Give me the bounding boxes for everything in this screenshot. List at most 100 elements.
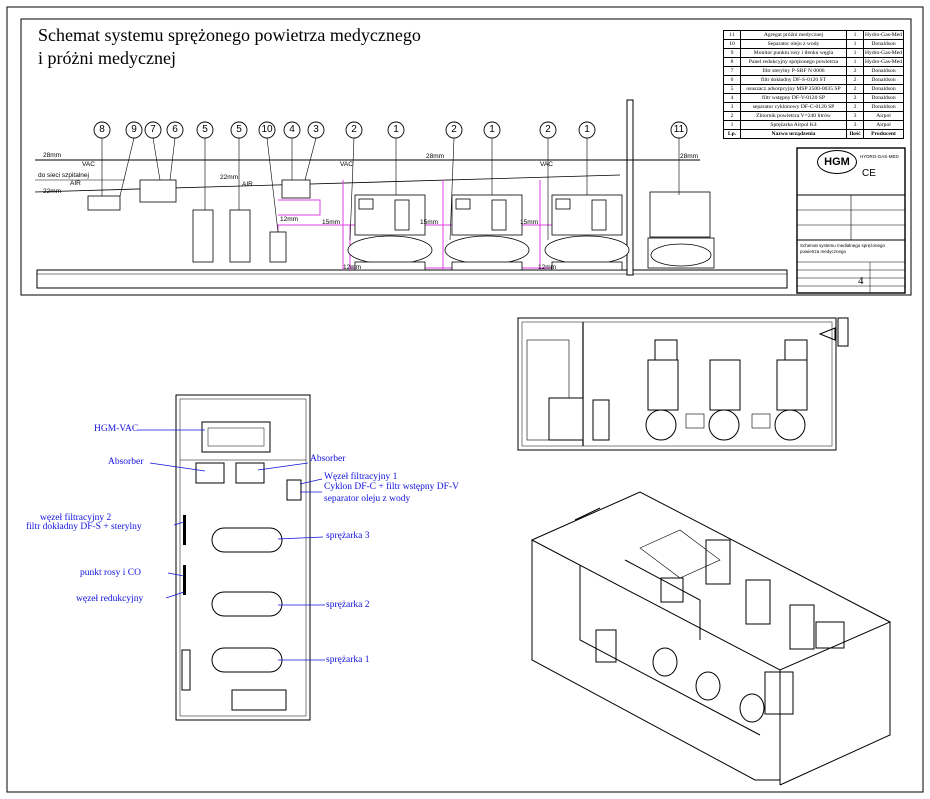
drawing-title-line-1: Schemat systemu sprężonego powietrza med…: [38, 25, 421, 45]
parts-list-cell-producer: Hydro-Gas-Med: [863, 30, 904, 40]
parts-list-cell-producer: Hydro-Gas-Med: [863, 48, 904, 58]
parts-list-cell-qty: 2: [846, 75, 865, 85]
callout-number: 3: [313, 124, 319, 135]
parts-list-cell-name: Separator oleju z wody: [739, 39, 848, 49]
parts-list-cell-qty: 1: [846, 48, 865, 58]
parts-list-cell-name: filtr wstępny DF-V-0120 SP: [739, 93, 848, 103]
parts-list-cell-producer: Donaldson: [863, 84, 904, 94]
callout-number: 9: [131, 124, 137, 135]
parts-list-cell-qty: 2: [846, 102, 865, 112]
callout-number: 2: [545, 124, 551, 135]
parts-list-cell-name: Panel redukcyjny sprężonego powietrza: [739, 57, 848, 67]
parts-list-cell-n: 3: [723, 102, 741, 112]
label-compressor-2: sprężarka 2: [326, 600, 370, 610]
schematic-frame: [20, 18, 912, 296]
logo-text: HGM: [824, 156, 850, 168]
label-absorber-left: Absorber: [108, 457, 144, 467]
callout-number: 8: [99, 124, 105, 135]
parts-list-cell-name: filtr sterylny P-SRF N 0006: [739, 66, 848, 76]
parts-list-cell-qty: 2: [846, 66, 865, 76]
callout-number: 5: [236, 124, 242, 135]
parts-list-cell-n: 11: [723, 30, 741, 40]
parts-list-cell-n: 10: [723, 39, 741, 49]
parts-list-cell-producer: Hydro-Gas-Med: [863, 57, 904, 67]
parts-list-cell-n: Lp.: [723, 129, 741, 139]
parts-list-cell-qty: Ilość: [846, 129, 865, 139]
label-reduction: węzeł redukcyjny: [76, 594, 144, 604]
label-absorber-right: Absorber: [310, 454, 346, 464]
callout-number: 2: [351, 124, 357, 135]
parts-list-cell-producer: Donaldson: [863, 102, 904, 112]
parts-list-cell-qty: 2: [846, 93, 865, 103]
label-dew-point: punkt rosy i CO: [80, 568, 141, 578]
callout-number: 10: [261, 124, 273, 135]
pipe-label-22-air: 22mm: [43, 188, 62, 195]
parts-list-cell-n: 7: [723, 66, 741, 76]
parts-list-cell-name: Nazwa urządzenia: [739, 129, 848, 139]
pipe-label-air-2: AIR: [242, 181, 253, 188]
parts-list-cell-qty: 3: [846, 120, 865, 130]
floor-plan: [175, 394, 311, 721]
parts-list-cell-n: 6: [723, 75, 741, 85]
parts-list-cell-qty: 2: [846, 84, 865, 94]
pipe-label-vac-2: VAC: [340, 161, 353, 168]
isometric-view: [530, 491, 892, 786]
company-logo: HGM: [817, 150, 857, 174]
parts-list-cell-name: separator cyklonowy DF-C-0120 SP: [739, 102, 848, 112]
label-oil-separator: separator oleju z wody: [324, 494, 411, 504]
pipe-label-vac-1: VAC: [82, 161, 95, 168]
parts-list-cell-qty: 3: [846, 111, 865, 121]
parts-list-cell-producer: Donaldson: [863, 39, 904, 49]
parts-list-cell-n: 5: [723, 84, 741, 94]
company-name: HYDRO-GAS-MED: [860, 154, 899, 159]
label-node1-line2: Cyklon DF-C + filtr wstępny DF-V: [324, 482, 459, 492]
titleblock-frame: [796, 147, 906, 294]
label-hgm-vac: HGM-VAC: [94, 424, 139, 434]
parts-list-cell-qty: 1: [846, 57, 865, 67]
parts-list-cell-n: 1: [723, 120, 741, 130]
parts-list-cell-n: 9: [723, 48, 741, 58]
label-node1-line1: Węzeł filtracyjny 1: [324, 472, 398, 482]
parts-list-cell-qty: 1: [846, 30, 865, 40]
callout-number: 1: [584, 124, 590, 135]
pipe-label-28-mid: 28mm: [426, 153, 445, 160]
label-compressor-1: sprężarka 1: [326, 655, 370, 665]
pipe-label-12-b: 12mm: [343, 264, 362, 271]
titleblock-drawing-title: Schemat systemu medialnego sprężonego po…: [800, 243, 886, 254]
parts-list-cell-n: 2: [723, 111, 741, 121]
parts-list-cell-producer: Airpol: [863, 120, 904, 130]
parts-list-cell-producer: Donaldson: [863, 75, 904, 85]
callout-number: 1: [489, 124, 495, 135]
pipe-label-hospital: do sieci szpitalnej: [38, 172, 89, 179]
pipe-label-28-right: 28mm: [680, 153, 699, 160]
compressor-units: [87, 179, 715, 271]
parts-list-cell-n: 4: [723, 93, 741, 103]
pipe-label-28-vac: 28mm: [43, 152, 62, 159]
callout-number: 4: [289, 124, 295, 135]
parts-list-cell-name: Zbiornik powietrza V=240 litrów: [739, 111, 848, 121]
callout-number: 11: [673, 124, 685, 135]
callout-number: 1: [393, 124, 399, 135]
drawing-title-line-2: i próżni medycznej: [38, 48, 176, 68]
parts-list-cell-n: 8: [723, 57, 741, 67]
pipe-label-12-a: 12mm: [280, 216, 299, 223]
parts-list-cell-name: filtr dokładny DF-S-0120 ST: [739, 75, 848, 85]
callout-number: 2: [451, 124, 457, 135]
pipe-label-15-a: 15mm: [322, 219, 341, 226]
parts-list-cell-producer: Donaldson: [863, 93, 904, 103]
callout-circles: [93, 121, 688, 139]
pipe-label-air-1: AIR: [70, 180, 81, 187]
pipe-label-15-c: 15mm: [520, 219, 539, 226]
